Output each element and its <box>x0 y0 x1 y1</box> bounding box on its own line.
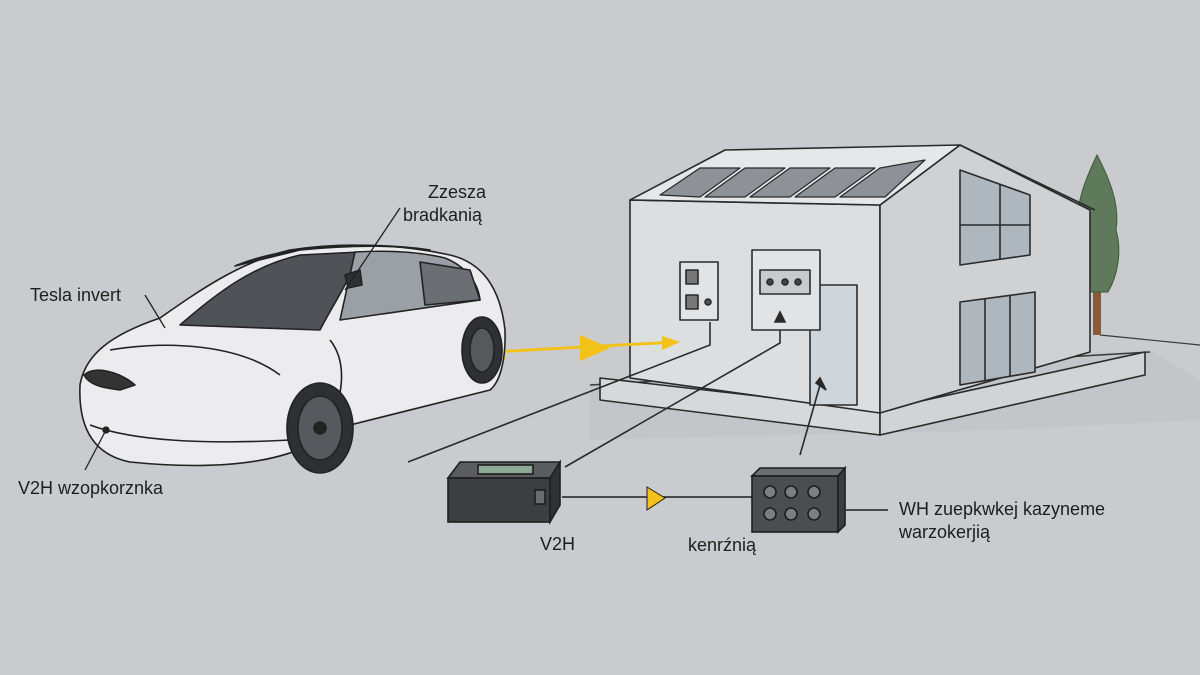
upper-window <box>959 169 1031 266</box>
label-zzesza: Zzesza <box>428 182 487 202</box>
controller-box <box>750 465 847 534</box>
pointer-lines <box>84 207 401 471</box>
label-v2h-battery: V2H <box>540 534 576 554</box>
label-wh-line1: WH zuepkwkej kazyneme <box>899 499 1106 519</box>
label-tesla-inverter: Tesla invert <box>30 285 122 305</box>
label-kenrznia: kenrźnią <box>688 535 757 555</box>
solar-panels <box>659 159 926 198</box>
label-v2h-car: V2H wzopkorznka <box>18 478 164 498</box>
wall-panel-2 <box>751 249 821 331</box>
patio-door <box>959 291 1036 386</box>
label-wh-line2: warzokerjią <box>899 522 991 542</box>
home-battery <box>446 459 562 525</box>
battery-to-controller-line <box>562 486 752 511</box>
wall-panel-1 <box>679 261 719 321</box>
cables <box>407 310 827 468</box>
label-bradkania: bradkanią <box>403 205 483 225</box>
electric-car <box>79 244 506 474</box>
house <box>599 144 1146 436</box>
